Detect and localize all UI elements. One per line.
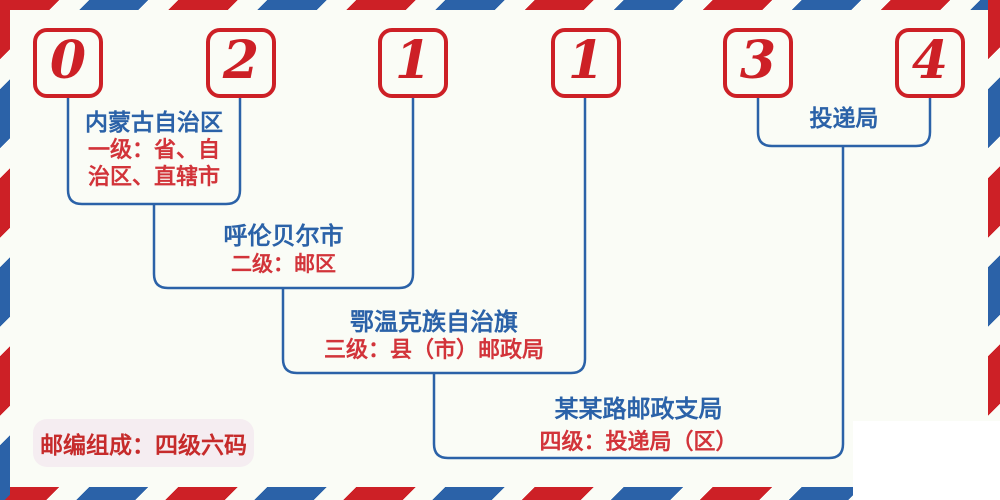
digit-box-4: 1 (551, 28, 621, 98)
airmail-border-top (0, 0, 1000, 10)
level4-region-name: 某某路邮政支局 (554, 395, 723, 423)
postal-code-composition-badge: 邮编组成：四级六码 (33, 419, 254, 467)
digit-box-5: 3 (723, 28, 793, 98)
level2-description: 二级：邮区 (231, 252, 336, 276)
digit-box-6: 4 (895, 28, 965, 98)
level2-region-name: 呼伦贝尔市 (223, 222, 344, 250)
digit-box-1: 0 (33, 28, 103, 98)
digit-3: 1 (394, 30, 432, 91)
digit-box-2: 2 (206, 28, 276, 98)
level3-description: 三级：县（市）邮政局 (323, 338, 544, 363)
level4-description: 四级：投递局（区） (539, 430, 738, 455)
annotation-level4: 某某路邮政支局 四级：投递局（区） (434, 395, 843, 457)
annotation-delivery-office: 投递局 (758, 105, 930, 133)
digit-5: 3 (739, 30, 777, 91)
digit-6: 4 (911, 30, 949, 91)
annotation-level3: 鄂温克族自治旗 三级：县（市）邮政局 (283, 307, 585, 365)
airmail-border-right (988, 0, 1000, 500)
level1-description-line1: 一级：省、自 (87, 138, 220, 163)
airmail-border-left (0, 0, 10, 500)
digit-box-3: 1 (378, 28, 448, 98)
airmail-border-bottom (0, 487, 1000, 500)
annotation-level2: 呼伦贝尔市 二级：邮区 (154, 221, 413, 278)
digit-1: 0 (49, 30, 87, 91)
bracket-delivery-office (756, 98, 932, 148)
badge-text: 邮编组成：四级六码 (40, 433, 247, 459)
bottom-right-white-patch (853, 421, 1000, 500)
digit-2: 2 (222, 30, 260, 91)
delivery-office-label: 投递局 (809, 106, 879, 132)
level1-region-name: 内蒙古自治区 (85, 110, 223, 136)
level3-region-name: 鄂温克族自治旗 (350, 308, 518, 336)
level1-description-line2: 治区、直辖市 (87, 165, 220, 190)
annotation-level1: 内蒙古自治区 一级：省、自 治区、直辖市 (68, 109, 240, 191)
digit-4: 1 (567, 30, 605, 91)
bracket-level4 (432, 146, 845, 460)
